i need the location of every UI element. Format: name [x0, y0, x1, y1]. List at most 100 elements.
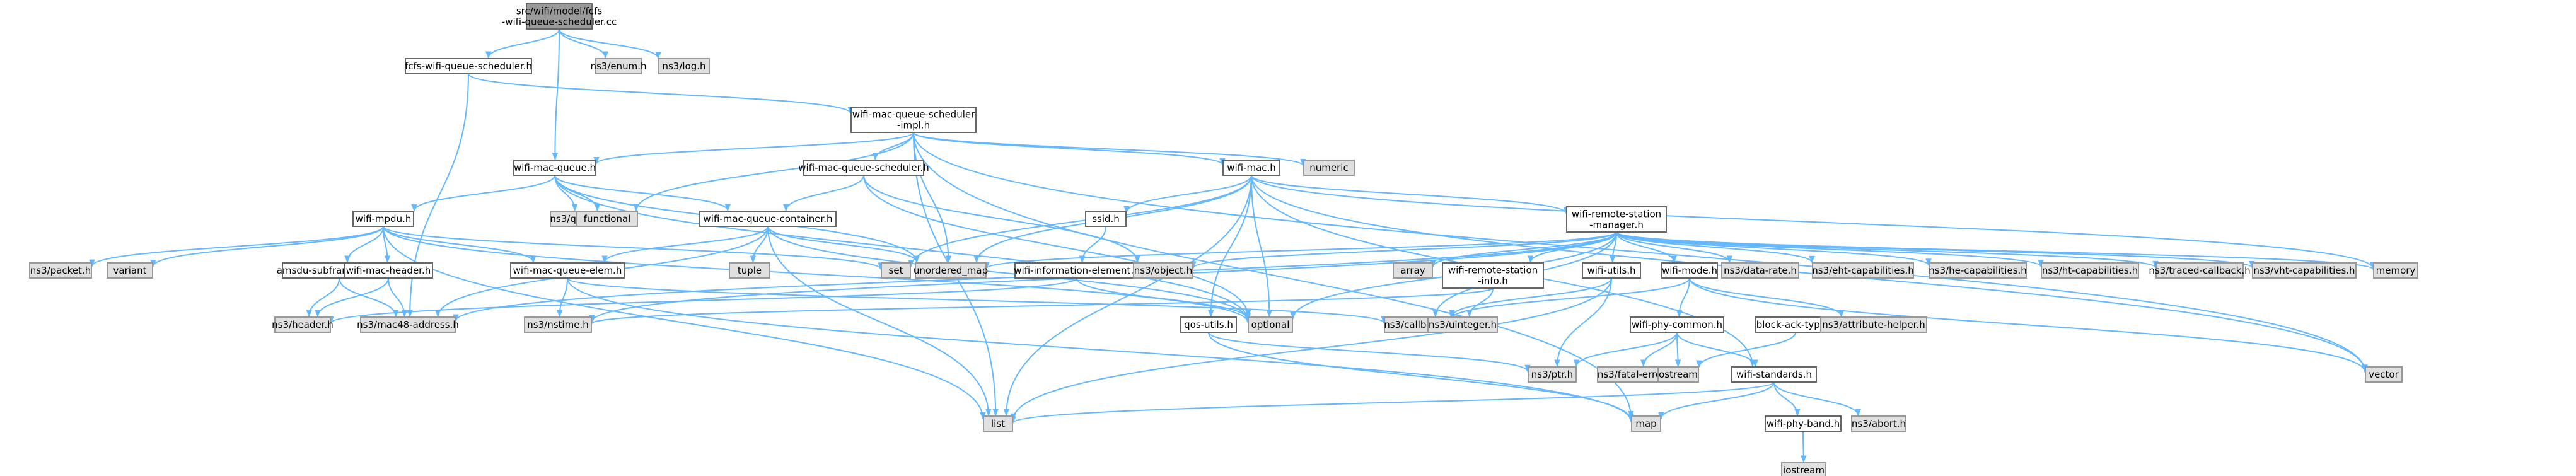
node-wmh[interactable]: wifi-mac-header.h [344, 262, 433, 279]
node-label: wifi-remote-station [1448, 265, 1538, 276]
node-label: wifi-phy-common.h [1632, 319, 1722, 330]
node-label: wifi-utils.h [1587, 265, 1635, 276]
node-label: ns3/log.h [662, 61, 705, 72]
node-enum: ns3/enum.h [590, 58, 647, 74]
edge-phycommon-to-standards [1676, 332, 1758, 368]
node-memory: memory [2373, 262, 2418, 279]
node-elem[interactable]: wifi-mac-queue-elem.h [510, 262, 625, 279]
edge-sched-to-container [782, 175, 864, 212]
node-wmq[interactable]: wifi-mac-queue.h [513, 160, 596, 176]
node-label: wifi-mac-queue-container.h [703, 213, 832, 224]
edge-impl-to-wmq [593, 132, 914, 165]
edge-utils-to-ptr [1554, 277, 1612, 368]
edges-layer [89, 28, 2376, 463]
edge-impl-to-sched [872, 132, 914, 161]
node-mode[interactable]: wifi-mode.h [1661, 262, 1718, 279]
edge-amsdu-to-header [306, 277, 340, 318]
node-label: ostream [1659, 369, 1698, 380]
node-functional: functional [576, 211, 638, 227]
edge-root-to-log [559, 28, 661, 60]
node-label: ns3/attribute-helper.h [1822, 319, 1925, 330]
node-label: ns3/eht-capabilities.h [1812, 265, 1914, 276]
node-label: wifi-mode.h [1662, 265, 1717, 276]
node-label: wifi-mac-queue-elem.h [513, 265, 622, 276]
node-ssid[interactable]: ssid.h [1085, 211, 1127, 227]
edge-wmh-to-mac48 [388, 277, 408, 318]
node-numeric: numeric [1303, 160, 1355, 176]
node-impl[interactable]: wifi-mac-queue-scheduler-impl.h [850, 107, 977, 133]
edge-wmq-to-queue [554, 175, 578, 212]
node-label: ns3/uinteger.h [1429, 319, 1497, 330]
edge-bat-to-ostream [1696, 332, 1796, 368]
node-tuple: tuple [729, 262, 770, 279]
edge-phycommon-to-ostream [1674, 332, 1681, 368]
node-ie[interactable]: wifi-information-element.h [1014, 262, 1140, 279]
edge-container-to-list [767, 226, 992, 417]
node-label: ns3/packet.h [30, 265, 91, 276]
node-label: set [889, 265, 903, 276]
edge-wmac-to-optional [1251, 175, 1273, 318]
edge-rsm-to-datarate [1616, 231, 1733, 264]
edge-container-to-elem [601, 226, 769, 264]
node-he: ns3/he-capabilities.h [1929, 262, 2027, 279]
edge-ie-to-optional [1076, 277, 1251, 320]
nodes-layer: src/wifi/model/fcfs-wifi-queue-scheduler… [29, 3, 2418, 476]
node-label: ns3/traced-callback.h [2149, 265, 2250, 276]
node-abort: ns3/abort.h [1851, 415, 1906, 432]
node-label: fcfs-wifi-queue-scheduler.h [405, 61, 532, 72]
edge-standards-to-abort [1773, 381, 1862, 417]
node-rsinfo[interactable]: wifi-remote-station-info.h [1442, 262, 1544, 289]
node-iostream: iostream [1781, 462, 1826, 476]
node-label: list [991, 418, 1005, 429]
edge-wmac-to-qos [1207, 175, 1252, 318]
node-label: -info.h [1478, 276, 1508, 287]
node-vht: ns3/vht-capabilities.h [2252, 262, 2357, 279]
node-ptr: ns3/ptr.h [1528, 366, 1577, 383]
node-wmac[interactable]: wifi-mac.h [1222, 160, 1280, 176]
node-label: tuple [738, 265, 762, 276]
node-label: ns3/mac48-address.h [357, 319, 459, 330]
node-mac48: ns3/mac48-address.h [357, 316, 459, 333]
node-list: list [983, 415, 1013, 432]
node-ht: ns3/ht-capabilities.h [2041, 262, 2139, 279]
edge-mpdu-to-list [383, 226, 986, 420]
edge-impl-to-umap [913, 132, 952, 264]
node-label: numeric [1309, 162, 1348, 173]
node-label: unordered_map [914, 265, 988, 277]
node-label: optional [1251, 319, 1290, 330]
node-label: wifi-remote-station [1572, 209, 1661, 220]
node-phyband[interactable]: wifi-phy-band.h [1765, 415, 1842, 432]
node-container[interactable]: wifi-mac-queue-container.h [699, 211, 837, 227]
node-utils[interactable]: wifi-utils.h [1582, 262, 1641, 279]
node-mpdu[interactable]: wifi-mpdu.h [352, 211, 414, 227]
node-label: wifi-phy-band.h [1767, 418, 1840, 429]
node-variant: variant [107, 262, 153, 279]
node-label: ns3/data-rate.h [1724, 265, 1797, 276]
node-standards[interactable]: wifi-standards.h [1731, 366, 1817, 383]
node-label: ns3/header.h [272, 319, 334, 330]
node-rsm[interactable]: wifi-remote-station-manager.h [1566, 206, 1667, 233]
node-umap: unordered_map [914, 262, 988, 279]
node-label: qos-utils.h [1184, 319, 1233, 330]
node-root: src/wifi/model/fcfs-wifi-queue-scheduler… [502, 3, 617, 30]
edge-phycommon-to-ptr [1573, 332, 1678, 368]
node-optional: optional [1248, 316, 1293, 333]
node-qos[interactable]: qos-utils.h [1180, 316, 1237, 333]
edge-root-to-wmq [552, 28, 560, 161]
edge-wmh-to-header [315, 277, 389, 318]
edge-mode-to-callback [1449, 277, 1690, 320]
node-phycommon[interactable]: wifi-phy-common.h [1630, 316, 1724, 333]
edge-wmac-to-ssid [1123, 175, 1252, 214]
node-sched[interactable]: wifi-mac-queue-scheduler.h [798, 160, 929, 176]
node-label: variant [113, 265, 147, 276]
node-fcfs[interactable]: fcfs-wifi-queue-scheduler.h [405, 58, 532, 74]
node-label: wifi-mac-header.h [346, 265, 431, 276]
edge-rsm-to-eht [1616, 231, 1815, 264]
edge-mode-to-phycommon [1676, 277, 1690, 318]
edge-phyband-to-iostream [1801, 431, 1807, 463]
node-label: iostream [1783, 465, 1825, 476]
node-map: map [1631, 415, 1661, 432]
node-label: wifi-information-element.h [1014, 265, 1139, 276]
node-label: block-ack-type.h [1756, 319, 1835, 330]
edge-rsinfo-to-nstime [589, 287, 1494, 325]
